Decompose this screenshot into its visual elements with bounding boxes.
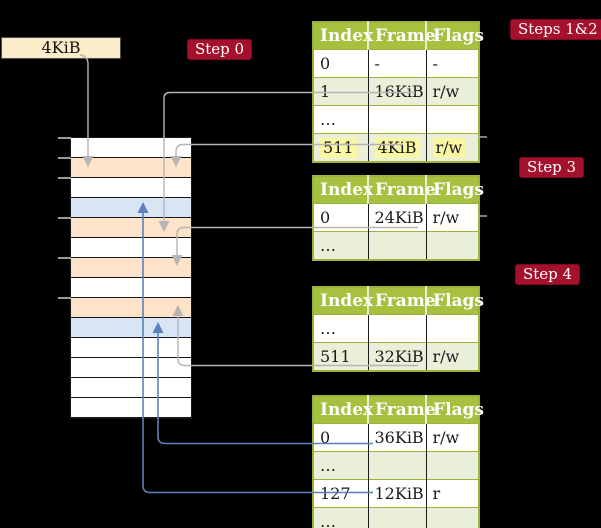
memory-frame xyxy=(71,258,191,278)
table-header-row: Index Frame Flags xyxy=(313,176,484,204)
cell-flags xyxy=(425,314,479,343)
cell-frame: 32KiB xyxy=(367,342,426,371)
memory-frame xyxy=(71,338,191,358)
cell-flags: r/w xyxy=(425,423,479,452)
cell-flags xyxy=(425,105,479,134)
cell-flags xyxy=(425,507,479,528)
address-tick xyxy=(58,257,71,259)
table-header-row: Index Frame Flags xyxy=(313,22,484,50)
memory-frame xyxy=(71,198,191,218)
cell-index: 127 xyxy=(313,479,368,508)
cell-flags: r/w xyxy=(425,133,479,162)
cell-frame xyxy=(367,507,426,528)
page-size-label: 4KiB xyxy=(41,38,81,57)
column-header-index: Index xyxy=(313,176,373,204)
cell-index: 1 xyxy=(313,77,368,106)
cell-flags xyxy=(425,231,479,260)
memory-frame xyxy=(71,358,191,378)
memory-frame xyxy=(71,378,191,398)
cell-frame xyxy=(367,451,426,480)
cell-flags: r/w xyxy=(425,77,479,106)
memory-frame xyxy=(71,158,191,178)
cell-frame: 4KiB xyxy=(367,133,426,162)
physical-memory-column xyxy=(58,137,192,419)
column-header-flags: Flags xyxy=(425,176,484,204)
page-table-3: Index Frame Flags … 511 32KiB r/w xyxy=(312,286,484,372)
table-row: 1 16KiB r/w xyxy=(313,77,479,106)
cell-index: … xyxy=(313,231,368,260)
page-table-1: Index Frame Flags 0 - - 1 16KiB r/w … 51… xyxy=(312,21,484,163)
cell-flags: r xyxy=(425,479,479,508)
cell-flags xyxy=(425,451,479,480)
cell-index: 0 xyxy=(313,423,368,452)
cell-frame: 24KiB xyxy=(367,203,426,232)
cell-index: … xyxy=(313,507,368,528)
cell-frame: 36KiB xyxy=(367,423,426,452)
cell-index: … xyxy=(313,451,368,480)
memory-frame xyxy=(71,138,191,158)
memory-frame xyxy=(71,178,191,198)
table-row: … xyxy=(313,105,479,134)
table-header-row: Index Frame Flags xyxy=(313,287,484,315)
table-header-row: Index Frame Flags xyxy=(313,396,484,424)
memory-frame xyxy=(71,398,191,418)
table-row: … xyxy=(313,451,479,480)
step-0-badge: Step 0 xyxy=(187,39,253,60)
table-row: 127 12KiB r xyxy=(313,479,479,508)
cell-flags: - xyxy=(425,49,479,78)
cell-index: 0 xyxy=(313,49,368,78)
column-header-index: Index xyxy=(313,396,373,424)
address-tick xyxy=(58,217,71,219)
column-header-frame: Frame xyxy=(367,22,436,50)
memory-frame xyxy=(71,218,191,238)
cell-frame xyxy=(367,105,426,134)
table-row: 0 24KiB r/w xyxy=(313,203,479,232)
table-row: … xyxy=(313,231,479,260)
cell-frame: 12KiB xyxy=(367,479,426,508)
cell-frame: - xyxy=(367,49,426,78)
cell-index: … xyxy=(313,314,368,343)
cell-frame: 16KiB xyxy=(367,77,426,106)
memory-frame xyxy=(71,298,191,318)
table-row: … xyxy=(313,314,479,343)
cell-frame xyxy=(367,231,426,260)
page-table-4: Index Frame Flags 0 36KiB r/w … 127 12Ki… xyxy=(312,395,484,528)
column-header-flags: Flags xyxy=(425,396,484,424)
column-header-index: Index xyxy=(313,287,373,315)
page-size-box: 4KiB xyxy=(1,37,121,59)
column-header-flags: Flags xyxy=(425,287,484,315)
cell-flags: r/w xyxy=(425,342,479,371)
steps-1-2-badge: Steps 1&2 xyxy=(510,19,601,40)
step-4-badge: Step 4 xyxy=(515,264,581,285)
address-tick xyxy=(58,157,71,159)
table-row: 0 36KiB r/w xyxy=(313,423,479,452)
cell-frame xyxy=(367,314,426,343)
address-tick xyxy=(58,177,71,179)
cell-index: 511 xyxy=(313,133,368,162)
cell-flags: r/w xyxy=(425,203,479,232)
column-header-frame: Frame xyxy=(367,396,436,424)
step-3-badge: Step 3 xyxy=(519,157,585,178)
cell-index: … xyxy=(313,105,368,134)
memory-frame xyxy=(71,278,191,298)
table-row: 511 4KiB r/w xyxy=(313,133,479,162)
memory-frame xyxy=(71,238,191,258)
memory-frame xyxy=(71,318,191,338)
table-row: 511 32KiB r/w xyxy=(313,342,479,371)
page-table-2: Index Frame Flags 0 24KiB r/w … xyxy=(312,175,484,261)
column-header-frame: Frame xyxy=(367,287,436,315)
table-row: … xyxy=(313,507,479,528)
cell-index: 511 xyxy=(313,342,368,371)
address-tick xyxy=(58,137,71,139)
column-header-frame: Frame xyxy=(367,176,436,204)
column-header-flags: Flags xyxy=(425,22,484,50)
column-header-index: Index xyxy=(313,22,373,50)
table-row: 0 - - xyxy=(313,49,479,78)
cell-index: 0 xyxy=(313,203,368,232)
address-tick xyxy=(58,297,71,299)
